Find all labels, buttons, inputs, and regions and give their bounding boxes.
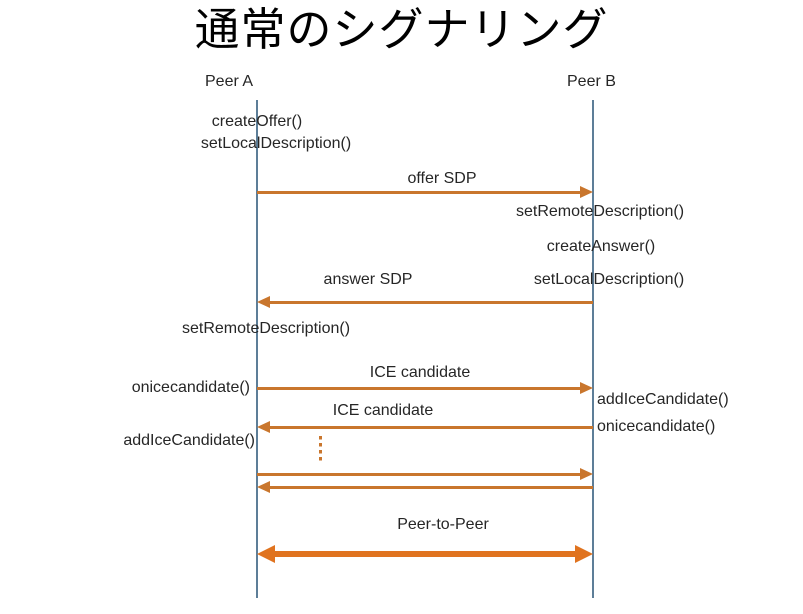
arrow-shaft bbox=[257, 387, 584, 390]
arrow-shaft bbox=[266, 426, 593, 429]
answer-sdp-message-label: answer SDP bbox=[323, 271, 413, 288]
ice-candidate-a-to-b-arrow bbox=[257, 382, 593, 394]
arrowhead-right-icon bbox=[580, 382, 593, 394]
peer-to-peer-double-arrow bbox=[257, 545, 593, 563]
arrowhead-right-icon bbox=[580, 468, 593, 480]
offer-sdp-arrow bbox=[257, 186, 593, 198]
peer-a-onicecandidate-label: onicecandidate() bbox=[131, 379, 250, 396]
arrowhead-left-icon bbox=[257, 421, 270, 433]
arrow-shaft bbox=[266, 486, 593, 489]
peer-b-label: Peer B bbox=[567, 73, 616, 90]
peer-a-create-offer-label: createOffer() bbox=[211, 113, 303, 130]
offer-sdp-message-label: offer SDP bbox=[407, 170, 477, 187]
peer-b-set-remote-description-label: setRemoteDescription() bbox=[515, 203, 685, 220]
ice-candidate-b-to-a-message-label: ICE candidate bbox=[332, 402, 434, 419]
arrowhead-right-icon bbox=[575, 545, 593, 563]
repetition-ellipsis-dots bbox=[319, 436, 322, 464]
peer-b-create-answer-label: createAnswer() bbox=[546, 238, 656, 255]
peer-b-set-local-description-label: setLocalDescription() bbox=[533, 271, 685, 288]
arrow-shaft bbox=[266, 301, 593, 304]
arrowhead-left-icon bbox=[257, 296, 270, 308]
arrowhead-left-icon bbox=[257, 481, 270, 493]
arrowhead-left-icon bbox=[257, 545, 275, 563]
arrowhead-right-icon bbox=[580, 186, 593, 198]
peer-a-label: Peer A bbox=[205, 73, 254, 90]
peer-to-peer-label: Peer-to-Peer bbox=[397, 516, 489, 533]
peer-a-set-local-description-label: setLocalDescription() bbox=[200, 135, 352, 152]
ice-candidate-a-to-b-message-label: ICE candidate bbox=[369, 364, 471, 381]
peer-b-onicecandidate-label: onicecandidate() bbox=[597, 418, 716, 435]
ice-candidate-repeat-b-to-a-arrow bbox=[257, 481, 593, 493]
arrow-shaft bbox=[257, 191, 584, 194]
arrow-shaft bbox=[272, 551, 578, 557]
peer-a-set-remote-description-label: setRemoteDescription() bbox=[181, 320, 351, 337]
peer-b-add-ice-candidate-label: addIceCandidate() bbox=[597, 391, 729, 408]
peer-a-lifeline bbox=[256, 100, 258, 598]
peer-a-add-ice-candidate-label: addIceCandidate() bbox=[123, 432, 255, 449]
answer-sdp-arrow bbox=[257, 296, 593, 308]
peer-b-lifeline bbox=[592, 100, 594, 598]
ice-candidate-b-to-a-arrow bbox=[257, 421, 593, 433]
slide-title: 通常のシグナリング bbox=[194, 4, 609, 55]
ice-candidate-repeat-a-to-b-arrow bbox=[257, 468, 593, 480]
arrow-shaft bbox=[257, 473, 584, 476]
